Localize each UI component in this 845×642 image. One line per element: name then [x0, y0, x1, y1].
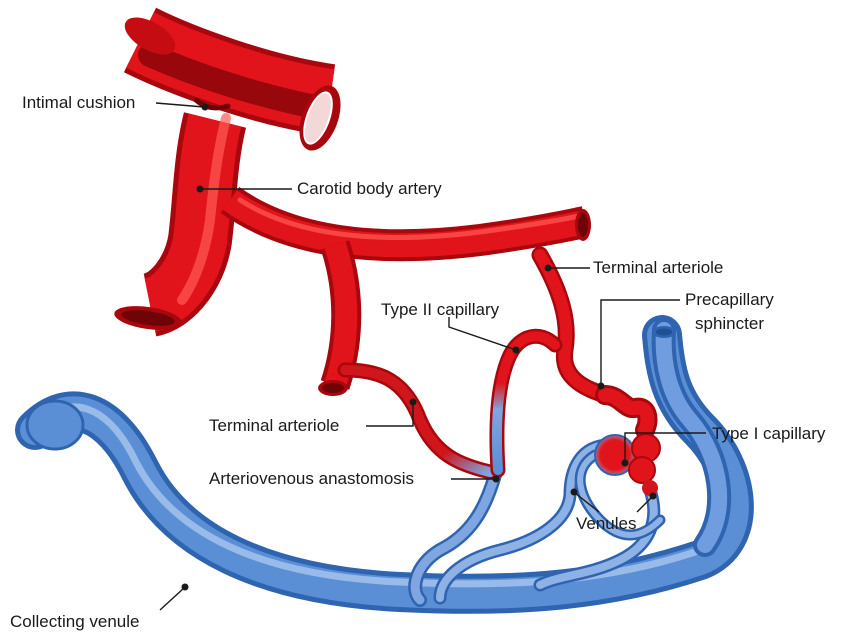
carotid-body-artery-vessel: [113, 10, 349, 334]
label-venules: Venules: [576, 514, 637, 534]
label-precapillary-sphincter-line1: Precapillary: [685, 290, 774, 310]
label-terminal-arteriole-left: Terminal arteriole: [209, 416, 339, 436]
label-terminal-arteriole-right: Terminal arteriole: [593, 258, 723, 278]
label-type-i-capillary: Type I capillary: [712, 424, 825, 444]
label-carotid-body-artery: Carotid body artery: [297, 179, 442, 199]
label-arteriovenous-anastomosis: Arteriovenous anastomosis: [209, 469, 414, 489]
label-intimal-cushion: Intimal cushion: [22, 93, 135, 113]
label-collecting-venule: Collecting venule: [10, 612, 139, 632]
label-precapillary-sphincter-line2: sphincter: [695, 314, 764, 334]
label-type-ii-capillary: Type II capillary: [381, 300, 499, 320]
